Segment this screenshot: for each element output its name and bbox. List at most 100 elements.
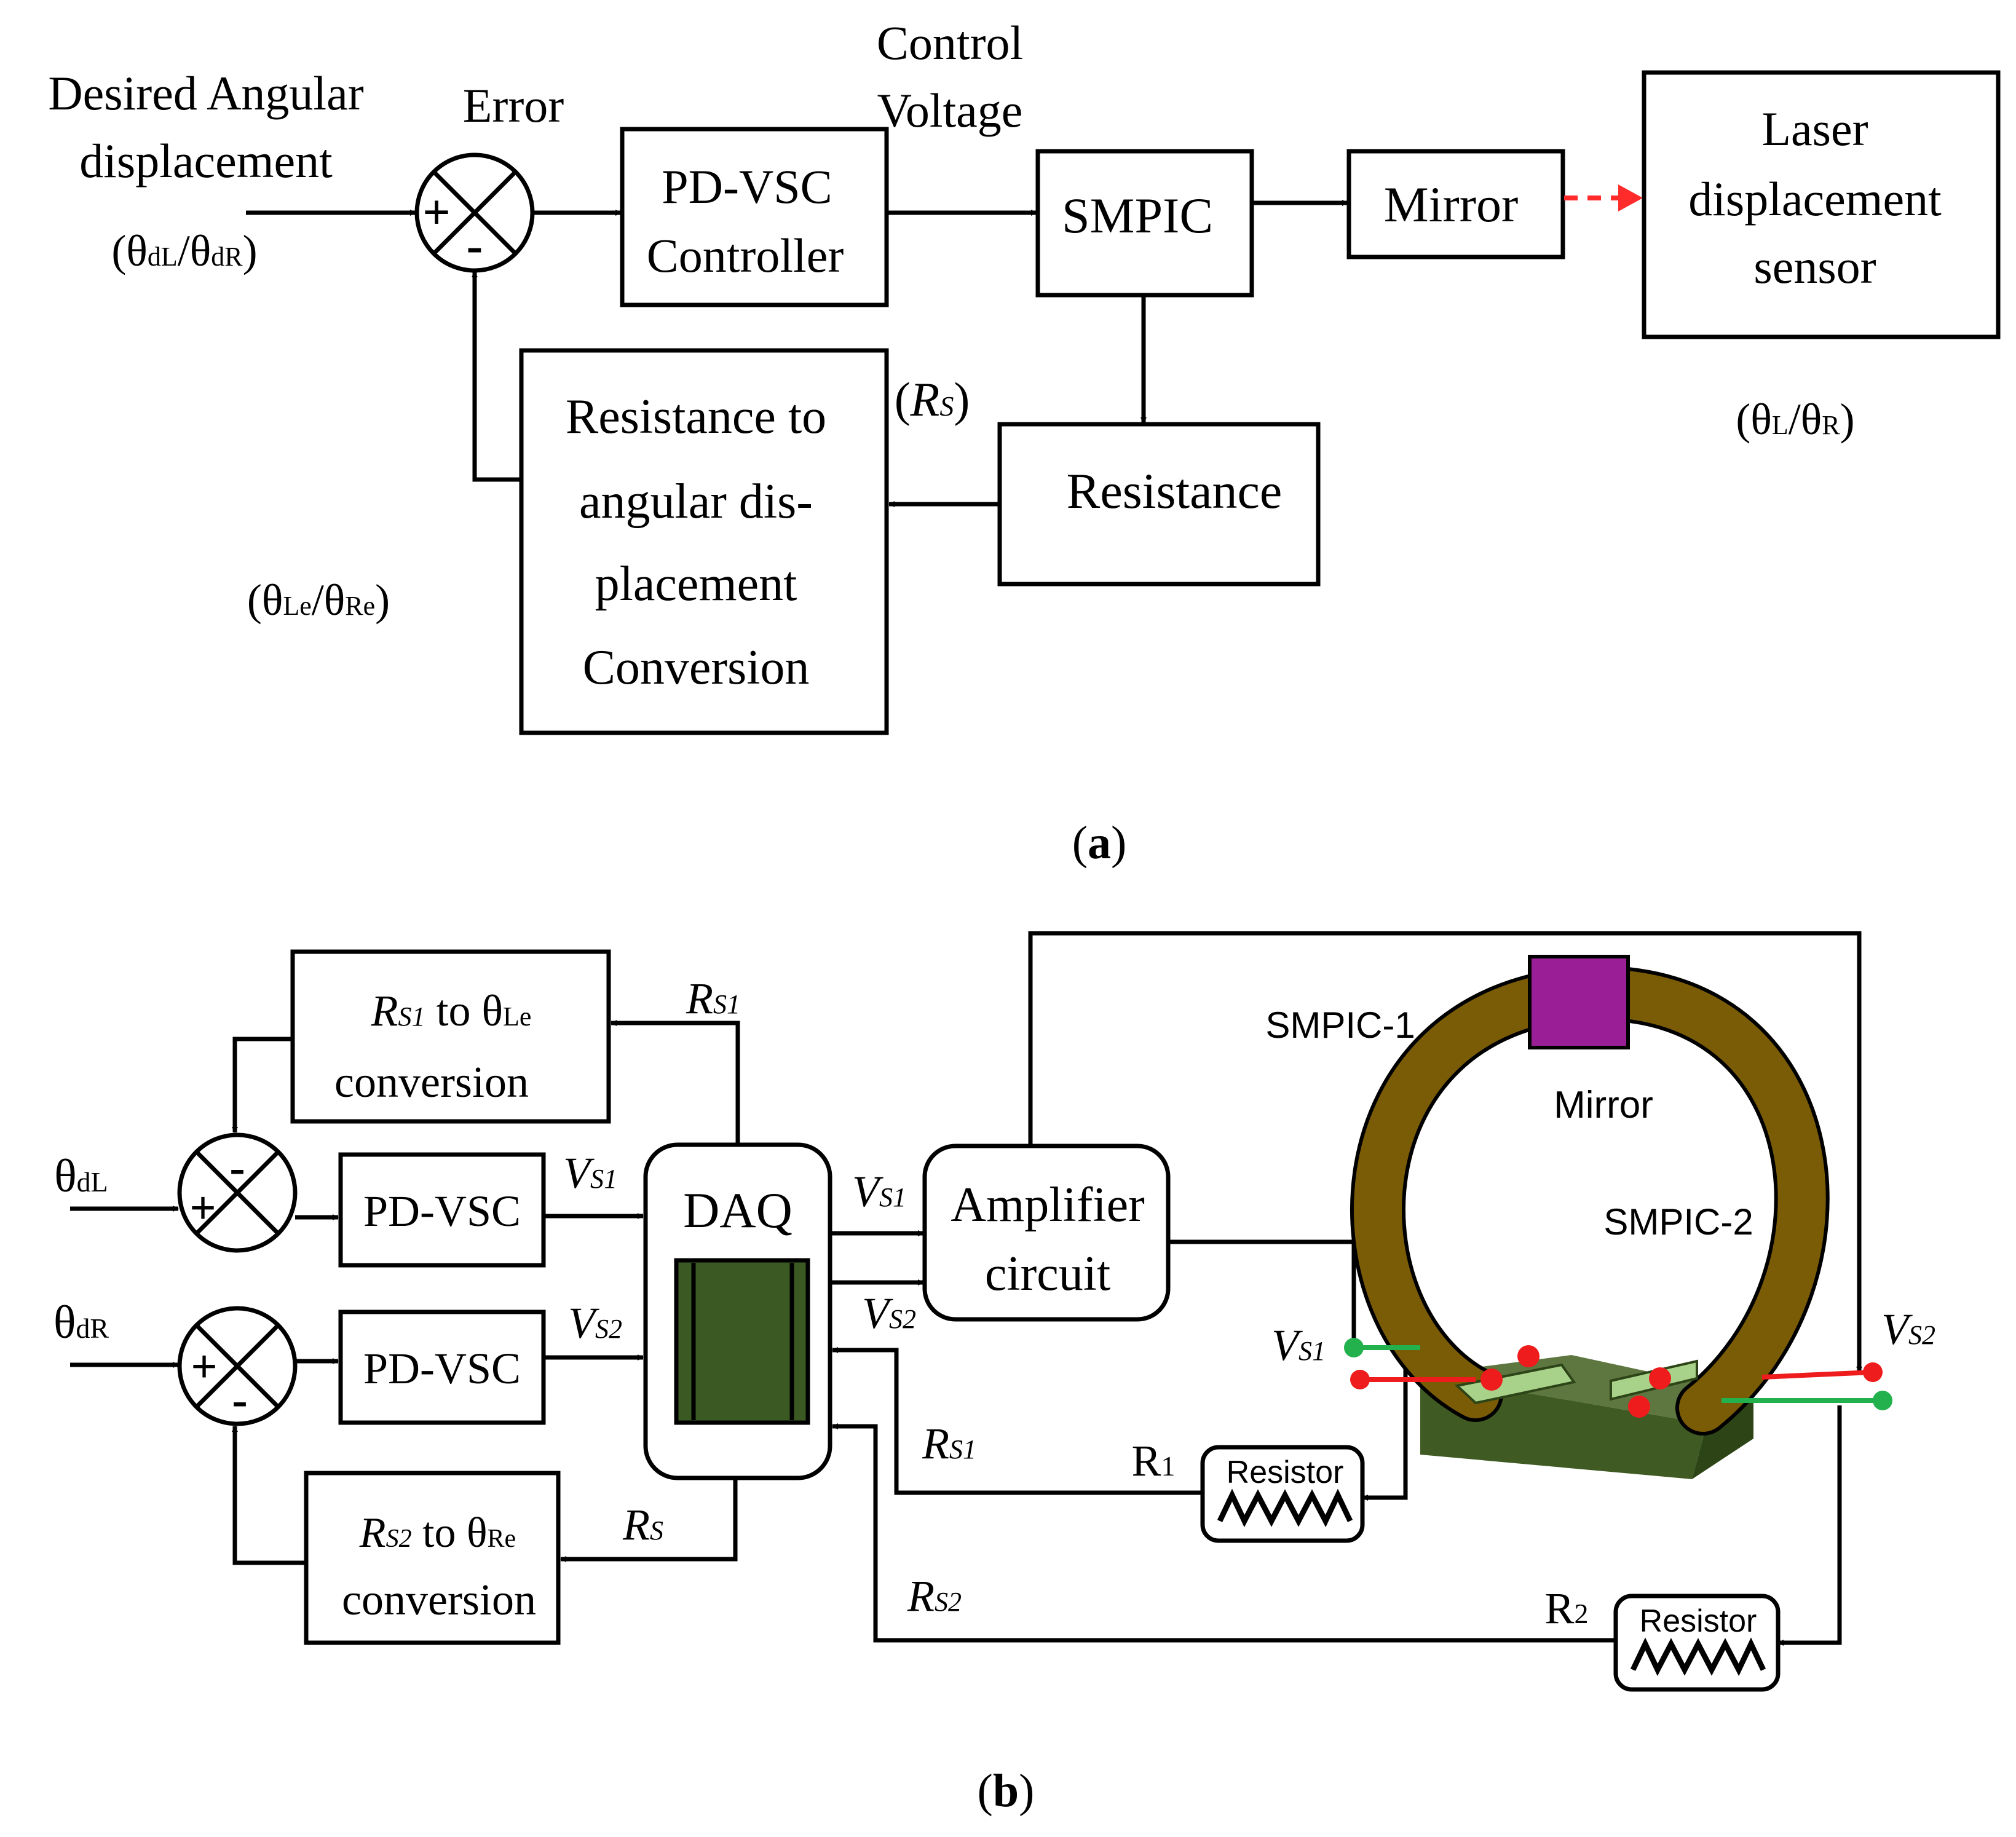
a-controller-label-2: Controller [647,229,844,282]
a-feedback-line [472,271,521,482]
b-resistor2-label: Resistor [1640,1603,1757,1639]
a-sum-plus: + [422,186,451,240]
a-control-voltage-2: Voltage [877,84,1023,137]
b-rs1-feedback [832,1347,1201,1495]
a-conversion-label-4: Conversion [583,641,810,695]
b-vs2-mid-label: VS2 [862,1289,916,1338]
b-conv2-box [304,1471,561,1645]
a-resistance-label: Resistance [1067,463,1283,519]
b-vs2-device-label: VS2 [1881,1305,1935,1354]
b-amplifier-label-2: circuit [985,1247,1110,1301]
b-rs1-mid-label: RS1 [922,1419,976,1468]
a-laser-label-3: sensor [1753,240,1876,293]
a-input-label-1: Desired Angular [48,66,363,120]
b-amp-vs2-wire [1028,931,1862,1373]
b-rs-label: RS [622,1500,663,1549]
b-dot-2 [1480,1369,1503,1391]
a-summing-junction: + - [414,152,535,273]
b-terminal-red-left [1350,1370,1370,1389]
b-vs1-mid-label: VS1 [852,1167,906,1216]
a-controller-label-1: PD-VSC [662,160,832,213]
a-laser-label-2: displacement [1688,172,1942,226]
b-wire-red-right [1761,1370,1873,1380]
a-input-label-2: displacement [79,134,333,188]
a-laser-label-1: Laser [1761,102,1868,156]
diagram-b: RS1 to θLe conversion RS1 - + θdL PD-VSC… [53,931,1935,1817]
a-rs-label: (RS) [895,373,970,426]
b-conv2-label-1: RS2 to θRe [359,1509,516,1557]
a-error-label: Error [463,79,564,132]
a-conversion-label-3: placement [595,557,797,611]
b-mirror-block [1528,955,1630,1049]
a-caption: (a) [1072,817,1127,869]
b-sum2-plus: + [191,1341,217,1393]
a-conversion-box [519,348,889,735]
a-sum-minus: - [467,219,483,273]
b-conv1-to-sum1 [232,1037,293,1133]
b-caption: (b) [978,1765,1035,1817]
b-dot-1 [1517,1345,1540,1367]
b-pdvsc1-box [338,1152,546,1268]
a-mirror-label: Mirror [1384,176,1519,232]
b-rs1-top-label: RS1 [686,974,740,1023]
b-resistor1-box [1200,1445,1365,1543]
b-resistor2-box [1613,1594,1781,1692]
b-resistor1-zigzag [1217,1488,1353,1528]
b-smpic2-label: SMPIC-2 [1603,1201,1753,1242]
b-daq-box [643,1142,832,1480]
b-sum1-minus: - [229,1142,245,1193]
b-sum2-minus: - [232,1374,247,1426]
b-rs-to-conv2 [560,1478,738,1562]
b-conv2-to-sum2 [232,1426,306,1565]
a-controller-box [620,127,889,307]
a-laser-symbol: (θL/θR) [1736,395,1854,444]
b-conv2-label-2: conversion [342,1575,536,1624]
b-sum1: - + [177,1132,298,1253]
b-vs1-left-label: VS1 [563,1148,617,1198]
a-laser-box [1642,70,2001,339]
b-pad-left [1454,1363,1576,1405]
b-theta-dr: θdR [53,1297,109,1348]
a-dashed-arrowhead [1618,184,1643,211]
b-dot-4 [1628,1396,1650,1418]
b-mirror-label: Mirror [1554,1084,1653,1126]
b-conv1-label-2: conversion [334,1057,529,1107]
b-resistor1-label: Resistor [1227,1455,1344,1490]
b-rs1-to-conv1 [611,1020,740,1145]
b-pdvsc2-label: PD-VSC [363,1344,521,1393]
b-theta-dl: θdL [54,1150,108,1202]
b-sum1-plus: + [189,1182,216,1234]
b-terminal-red-right [1863,1362,1883,1382]
b-dot-3 [1649,1367,1671,1389]
b-conv1-label-1: RS1 to θLe [371,986,532,1035]
b-r1-wire [1362,1339,1408,1501]
a-estimate-symbol: (θLe/θRe) [247,575,390,625]
b-pdvsc1-label: PD-VSC [363,1187,521,1236]
b-sum2: + - [177,1306,298,1426]
b-base-top [1420,1355,1753,1424]
a-input-symbol: (θdL/θdR) [111,226,257,275]
b-amplifier-label-1: Amplifier [951,1178,1144,1232]
diagram-a: Desired Angular displacement (θdL/θdR) +… [48,16,2001,869]
b-smpic1-label: SMPIC-1 [1265,1005,1415,1046]
b-base-side [1692,1394,1753,1479]
b-conv1-box [290,949,611,1124]
b-rs2-feedback [832,1423,1615,1643]
b-daq-panel [674,1258,810,1425]
b-smpic-ring [1350,965,1830,1436]
a-control-voltage-1: Control [877,16,1023,69]
a-conversion-label-1: Resistance to [566,390,826,444]
b-smpic-device [1350,955,1830,1479]
b-r2-wire [1777,1405,1842,1646]
b-amp-vs1-wire [1168,1239,1357,1348]
b-pdvsc2-box [338,1310,546,1425]
b-r2-label: R2 [1544,1584,1588,1633]
b-terminal-green-left [1344,1338,1364,1357]
b-resistor2-zigzag [1630,1637,1766,1677]
a-mirror-box [1346,149,1565,259]
a-conversion-label-2: angular dis- [579,475,813,529]
b-amplifier-box [922,1144,1171,1322]
b-vs1-device-label: VS1 [1271,1321,1326,1370]
b-daq-label: DAQ [683,1182,793,1238]
